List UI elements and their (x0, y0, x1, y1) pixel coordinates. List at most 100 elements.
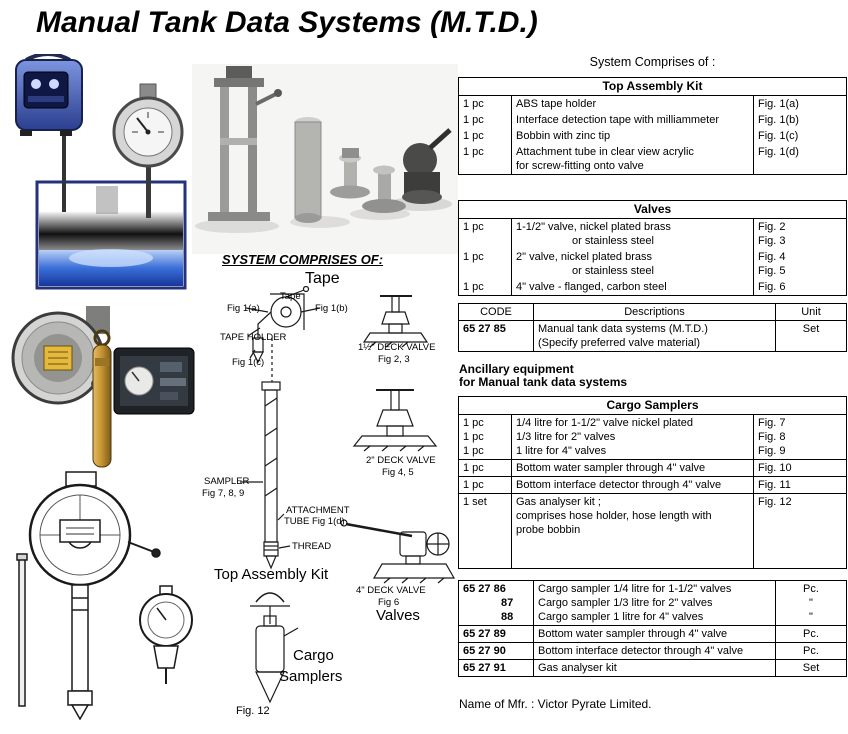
sampler-fig-label: Fig 7, 8, 9 (202, 488, 245, 499)
code: 65 27 89 (463, 628, 506, 640)
description-line: or stainless steel (572, 235, 654, 247)
fig-ref: Fig. 1(c) (758, 130, 799, 142)
fig-ref: Fig. 11 (758, 479, 791, 491)
qty: 1 pc (463, 462, 484, 474)
unit: Pc. (803, 645, 819, 657)
qty: 1 pc (463, 130, 484, 142)
table-row: 1 set Gas analyser kit ; comprises hose … (459, 493, 846, 568)
page-title: Manual Tank Data Systems (M.T.D.) (36, 6, 538, 39)
description-line: for screw-fitting onto valve (516, 160, 644, 172)
fig-line: Fig. 2 (758, 221, 786, 233)
code-table: CODE Descriptions Unit 65 27 85 Manual t… (458, 303, 847, 352)
photo-tape-reel-sampler-and-case (11, 306, 195, 468)
fig-1c-label: Fig 1(c) (232, 357, 265, 368)
description-line: 1/4 litre for 1-1/2" valve nickel plated (516, 417, 693, 429)
ancillary-line2: for Manual tank data systems (459, 375, 628, 389)
table-row: 1 pc 4" valve - flanged, carbon steel Fi… (459, 279, 846, 295)
thread-label: THREAD (292, 541, 332, 552)
description: ABS tape holder (511, 96, 754, 112)
table-row: 1 pc ABS tape holder Fig. 1(a) (459, 96, 846, 112)
description-line: comprises hose holder, hose length with (516, 510, 712, 522)
fig-line: Fig. 8 (758, 431, 786, 443)
description-line: 1 litre for 4" valves (516, 445, 607, 457)
unit: Pc. " " (776, 581, 846, 625)
deck-valve-4-fig-label: Fig 6 (378, 597, 400, 608)
description-line: 2" valve, nickel plated brass (516, 251, 652, 263)
description-line: Manual tank data systems (M.T.D.) (538, 323, 708, 335)
qty: 1 pc (463, 221, 484, 233)
qty: 1 set (463, 496, 487, 508)
attachment-label: ATTACHMENT (286, 505, 350, 516)
description-line: probe bobbin (516, 524, 581, 536)
deck-valve-15-label: 1½" DECK VALVE (358, 342, 436, 353)
table-row: 65 27 85 Manual tank data systems (M.T.D… (459, 321, 846, 351)
qty-line: 1 pc (463, 417, 484, 429)
top-assembly-kit-table: Top Assembly Kit 1 pc ABS tape holder Fi… (458, 77, 847, 175)
valves-table: Valves 1 pc 1-1/2" valve, nickel plated … (458, 200, 847, 296)
description-line: Attachment tube in clear view acrylic (516, 146, 694, 158)
description: 4" valve - flanged, carbon steel (511, 279, 754, 295)
fig-1b-label: Fig 1(b) (315, 303, 348, 314)
drawing-sampler-device (16, 471, 193, 720)
description: Gas analyser kit (533, 660, 776, 676)
description-line: Cargo sampler 1/4 litre for 1-1/2" valve… (538, 583, 732, 595)
description: 1-1/2" valve, nickel plated brass or sta… (511, 219, 754, 249)
description: Manual tank data systems (M.T.D.) (Speci… (533, 321, 776, 351)
table-row: 65 27 89 Bottom water sampler through 4"… (459, 625, 846, 642)
description: 2" valve, nickel plated brass or stainle… (511, 249, 754, 279)
code: 65 27 85 (463, 323, 506, 335)
description-line: Gas analyser kit ; (516, 496, 601, 508)
table-row: 1 pc Interface detection tape with milli… (459, 112, 846, 128)
fig-line: Fig. 7 (758, 417, 786, 429)
code: 65 27 90 (463, 645, 506, 657)
description-line: Cargo sampler 1/3 litre for 2" valves (538, 597, 713, 609)
order-codes-table: 65 27 86 87 88 Cargo sampler 1/4 litre f… (458, 580, 847, 677)
table-row: 65 27 86 87 88 Cargo sampler 1/4 litre f… (459, 581, 846, 625)
description-line: or stainless steel (572, 265, 654, 277)
col-descriptions: Descriptions (533, 304, 776, 320)
valves-caption: Valves (376, 607, 420, 624)
ancillary-line1: Ancillary equipment (459, 362, 574, 376)
fig-line: Fig. 4 (758, 251, 786, 263)
code: 65 27 91 (463, 662, 506, 674)
unit-line: " (809, 611, 813, 623)
top-assembly-kit-caption: Top Assembly Kit (214, 566, 329, 583)
qty: 1 pc 1 pc 1 pc (459, 415, 511, 459)
code-line: 87 (501, 597, 514, 609)
diagram-line-art (240, 286, 456, 704)
description: Interface detection tape with milliammet… (511, 112, 754, 128)
tape-heading: Tape (305, 270, 340, 287)
qty-line: 1 pc (463, 431, 484, 443)
qty: 1 pc (463, 146, 484, 158)
fig-ref: Fig. 6 (758, 281, 786, 293)
ancillary-note: Ancillary equipment for Manual tank data… (459, 363, 627, 389)
description: 1/4 litre for 1-1/2" valve nickel plated… (511, 415, 754, 459)
deck-valve-2-fig-label: Fig 4, 5 (382, 467, 414, 478)
description: Cargo sampler 1/4 litre for 1-1/2" valve… (533, 581, 776, 625)
table-row: 65 27 90 Bottom interface detector throu… (459, 642, 846, 659)
fig-ref: Fig. 7 Fig. 8 Fig. 9 (754, 415, 846, 459)
fig-ref: Fig. 4 Fig. 5 (754, 249, 846, 279)
table-header: Valves (459, 201, 846, 219)
description-line: 1/3 litre for 2" valves (516, 431, 616, 443)
description: Bottom water sampler through 4" valve (533, 626, 776, 642)
description-line: (Specify preferred valve material) (538, 337, 701, 349)
unit: Pc. (803, 628, 819, 640)
description: Bottom interface detector through 4" val… (533, 643, 776, 659)
sampler-label: SAMPLER (204, 476, 250, 487)
table-row: 1 pc 1 pc 1 pc 1/4 litre for 1-1/2" valv… (459, 415, 846, 459)
qty-line: 1 pc (463, 445, 484, 457)
fig-line: Fig. 9 (758, 445, 786, 457)
fig-line: Fig. 5 (758, 265, 786, 277)
table-row: 1 pc Bottom interface detector through 4… (459, 476, 846, 493)
description: Bottom interface detector through 4" val… (511, 477, 754, 493)
qty: 1 pc (463, 251, 484, 263)
code: 65 27 86 87 88 (459, 581, 533, 625)
description: Bottom water sampler through 4" valve (511, 460, 754, 476)
fig-ref: Fig. 1(d) (758, 146, 799, 158)
fig-ref: Fig. 12 (758, 496, 792, 508)
attachment-tube-fig-label: TUBE Fig 1(d) (284, 516, 345, 527)
description-line: 1-1/2" valve, nickel plated brass (516, 221, 671, 233)
fig-ref: Fig. 2 Fig. 3 (754, 219, 846, 249)
